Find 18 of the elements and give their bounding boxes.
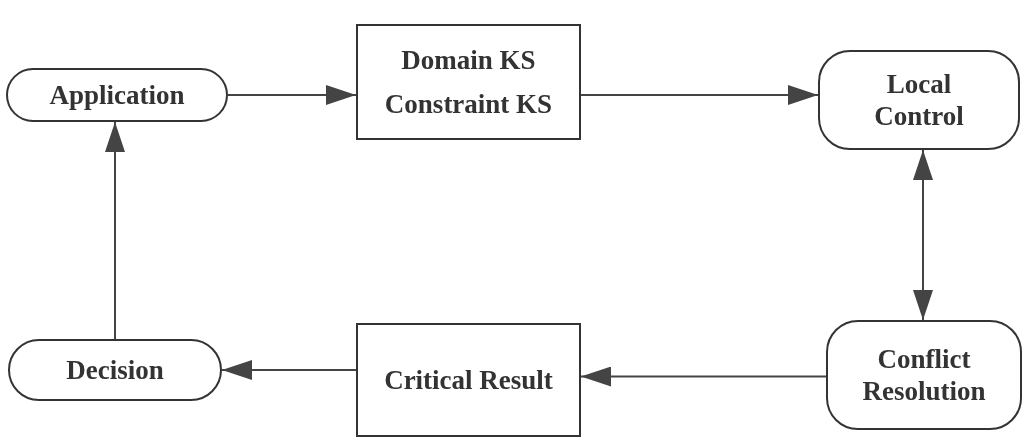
- arrow: [105, 121, 125, 340]
- node-label: Local Control: [873, 67, 965, 133]
- node-label: Constraint KS: [384, 88, 553, 121]
- arrow: [227, 85, 357, 105]
- process-box: [356, 323, 581, 437]
- arrow: [580, 85, 819, 105]
- node-label: Domain KS: [401, 43, 536, 76]
- node-label: Application: [49, 78, 185, 112]
- node-label: Conflict Resolution: [862, 342, 986, 408]
- node-label: Decision: [66, 353, 164, 387]
- arrow: [580, 366, 827, 387]
- arrow: [913, 149, 933, 321]
- arrow: [221, 360, 357, 380]
- process-box: [356, 24, 581, 140]
- rounded-node: [6, 68, 228, 122]
- rounded-node: [818, 50, 1020, 150]
- node-label: Critical Result: [384, 363, 553, 397]
- rounded-node: [826, 320, 1022, 430]
